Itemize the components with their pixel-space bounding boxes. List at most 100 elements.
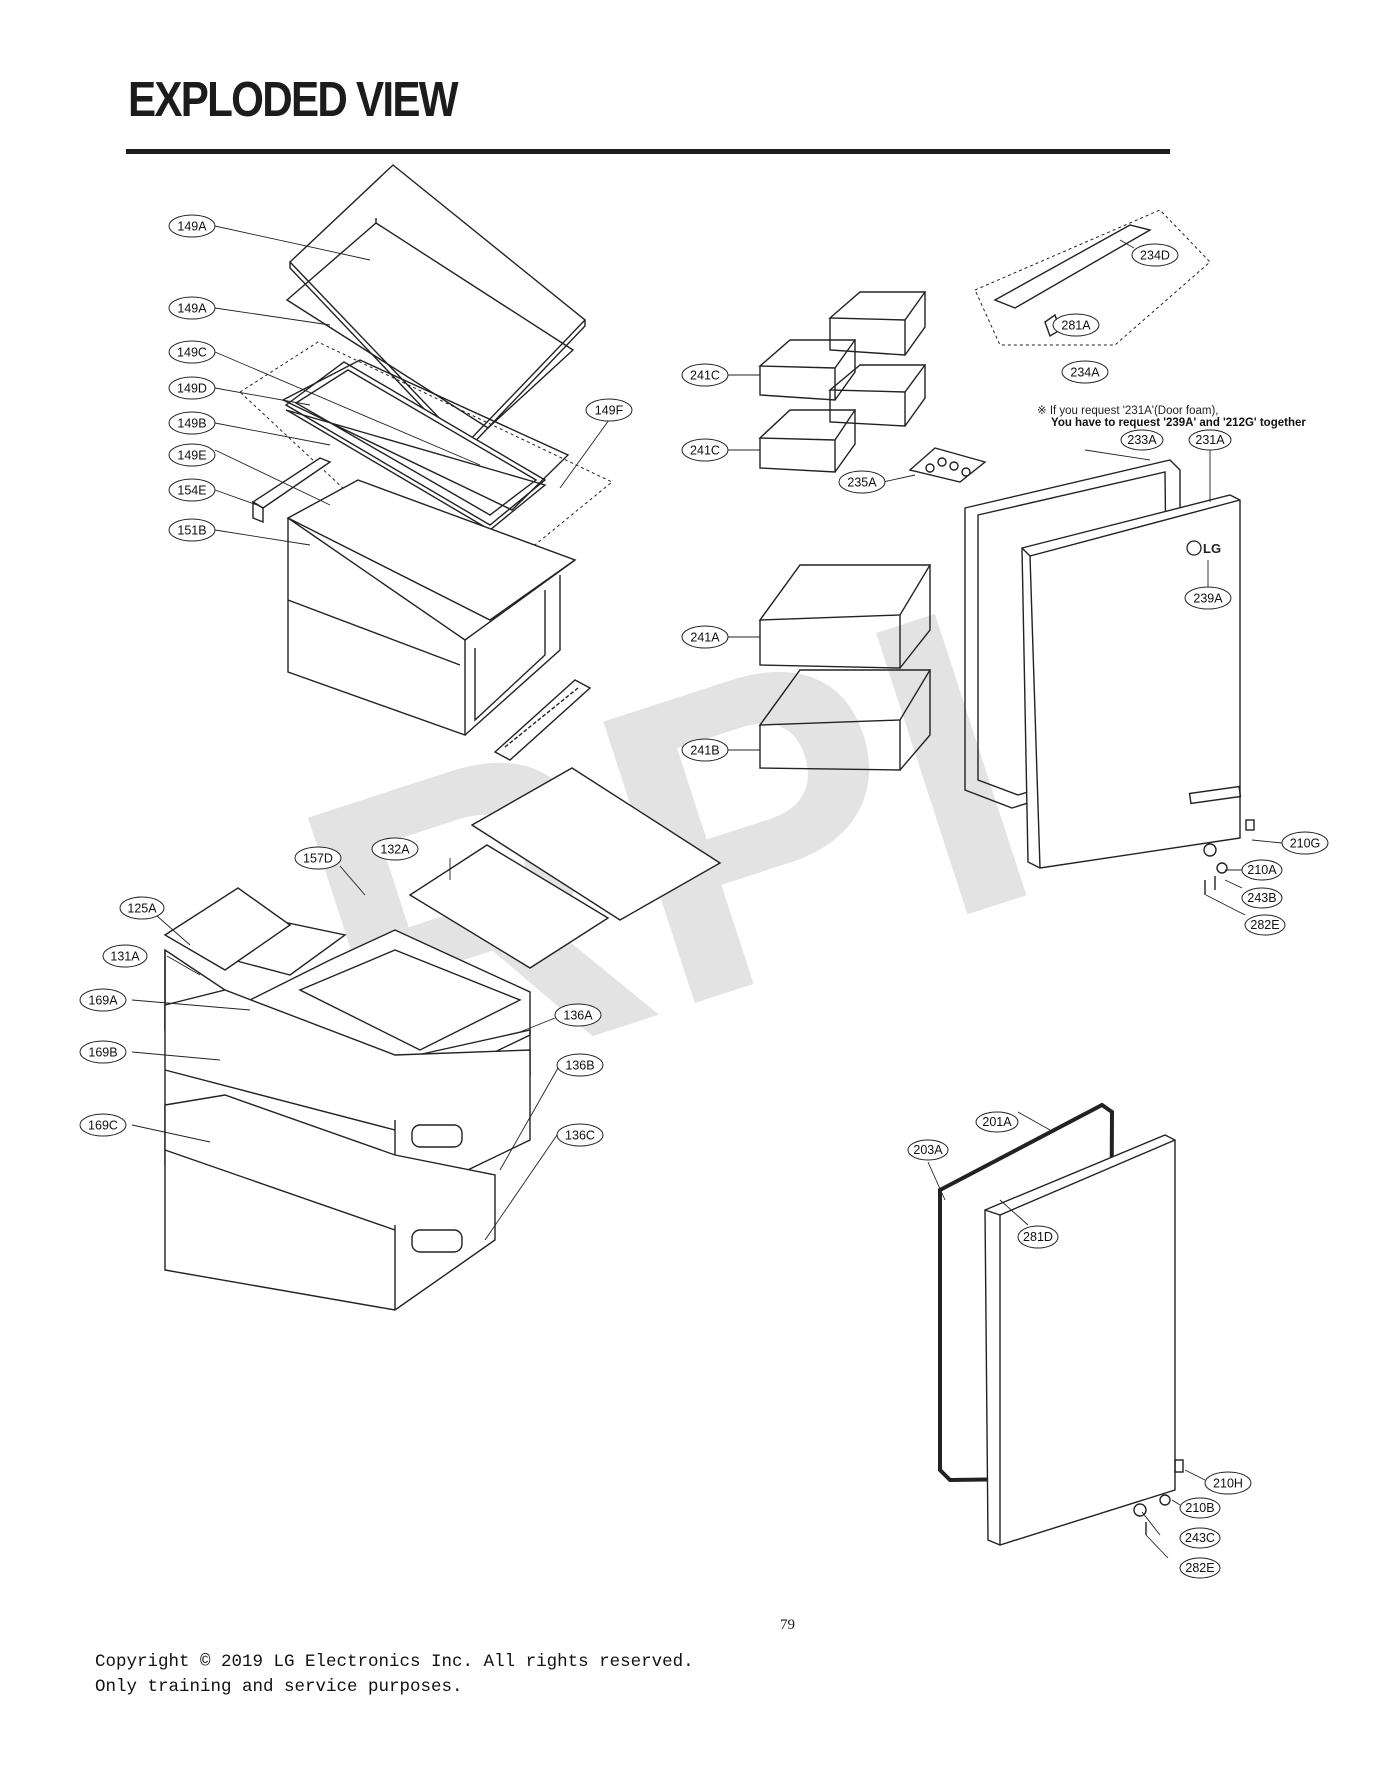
svg-text:210G: 210G	[1290, 837, 1321, 851]
hinge-set-lower	[1133, 1459, 1184, 1535]
part-label: 233A	[1120, 429, 1164, 451]
part-label: 210A	[1241, 859, 1283, 881]
glass-132a-top	[470, 767, 722, 921]
svg-text:149C: 149C	[177, 346, 207, 360]
part-label: 149A	[168, 214, 216, 238]
part-label: 169B	[79, 1040, 127, 1064]
lg-logo-text: LG	[1203, 541, 1221, 556]
part-label: 136A	[554, 1003, 602, 1027]
copyright-footer: Copyright © 2019 LG Electronics Inc. All…	[95, 1650, 694, 1700]
svg-text:131A: 131A	[110, 950, 140, 964]
svg-text:243C: 243C	[1185, 1531, 1215, 1545]
svg-text:149D: 149D	[177, 382, 207, 396]
part-label: 234D	[1131, 243, 1179, 267]
part-label: 241C	[681, 438, 729, 462]
shelf-frame-149c	[281, 359, 570, 511]
part-label: 243C	[1179, 1527, 1221, 1549]
part-label: 149E	[168, 443, 216, 467]
svg-text:233A: 233A	[1127, 433, 1157, 447]
part-label: 157D	[294, 846, 342, 870]
egg-tray-235a	[908, 447, 987, 483]
svg-text:234D: 234D	[1140, 249, 1170, 263]
svg-text:169C: 169C	[88, 1119, 118, 1133]
part-label: 149F	[585, 398, 633, 422]
svg-text:241A: 241A	[690, 631, 720, 645]
svg-text:157D: 157D	[303, 852, 333, 866]
svg-text:210B: 210B	[1185, 1501, 1214, 1515]
part-label: 241C	[681, 363, 729, 387]
copyright-line: Only training and service purposes.	[95, 1677, 463, 1697]
svg-text:136B: 136B	[565, 1059, 594, 1073]
svg-text:169B: 169B	[88, 1046, 117, 1060]
part-label: 210H	[1204, 1471, 1252, 1495]
part-label: 241B	[681, 738, 729, 762]
part-label: 149C	[168, 340, 216, 364]
door-bin-241b	[758, 669, 932, 771]
svg-text:241C: 241C	[690, 369, 720, 383]
door-201a	[984, 1134, 1176, 1546]
svg-text:210H: 210H	[1213, 1477, 1243, 1491]
svg-text:149A: 149A	[177, 220, 207, 234]
svg-text:282E: 282E	[1250, 918, 1279, 932]
part-label: 239A	[1184, 586, 1232, 610]
svg-text:241B: 241B	[690, 744, 719, 758]
part-label: 201A	[975, 1111, 1019, 1133]
part-label: 241A	[681, 625, 729, 649]
svg-text:234A: 234A	[1070, 366, 1100, 380]
part-label: 149D	[168, 376, 216, 400]
svg-text:169A: 169A	[88, 994, 118, 1008]
crisper-151b	[286, 479, 577, 736]
part-label: 231A	[1188, 429, 1232, 451]
svg-text:132A: 132A	[380, 843, 410, 857]
title-rule	[126, 149, 1170, 154]
part-label: 281D	[1017, 1225, 1059, 1249]
bins-241c-top	[758, 291, 927, 401]
part-label: 151B	[168, 518, 216, 542]
svg-text:235A: 235A	[847, 476, 877, 490]
part-label: 234A	[1061, 360, 1109, 384]
svg-text:282E: 282E	[1185, 1561, 1214, 1575]
lg-logo: LG	[1186, 540, 1221, 556]
svg-text:136A: 136A	[563, 1009, 593, 1023]
svg-text:125A: 125A	[127, 902, 157, 916]
svg-text:149A: 149A	[177, 302, 207, 316]
part-label: 131A	[102, 944, 148, 968]
svg-text:151B: 151B	[177, 524, 206, 538]
glass-132a-bottom	[408, 844, 610, 969]
svg-text:241C: 241C	[690, 444, 720, 458]
door-foam-note-bold: You have to request '239A' and '212G' to…	[1051, 417, 1306, 429]
part-label: 125A	[119, 896, 165, 920]
svg-text:149F: 149F	[595, 404, 624, 418]
part-label: 243B	[1241, 887, 1283, 909]
door-foam-note: ※ If you request '231A'(Door foam),	[1037, 405, 1219, 417]
part-label: 210G	[1281, 831, 1329, 855]
leader-lines	[131, 225, 1283, 1559]
part-label: 282E	[1179, 1557, 1221, 1579]
svg-text:239A: 239A	[1193, 592, 1223, 606]
part-label: 136B	[556, 1053, 604, 1077]
svg-text:154E: 154E	[177, 484, 206, 498]
copyright-line: Copyright © 2019 LG Electronics Inc. All…	[95, 1652, 694, 1672]
part-label: 136C	[556, 1123, 604, 1147]
part-label: 169A	[79, 988, 127, 1012]
hinge-set-upper	[1203, 819, 1255, 895]
part-label: 154E	[168, 478, 216, 502]
door-bin-241a	[758, 564, 932, 669]
svg-text:149B: 149B	[177, 417, 206, 431]
svg-text:281D: 281D	[1023, 1230, 1053, 1244]
page-title: EXPLODED VIEW	[128, 73, 459, 127]
part-label: 235A	[838, 470, 886, 494]
shelf-glass-149a-second	[285, 218, 575, 429]
svg-text:243B: 243B	[1247, 891, 1276, 905]
part-label: 132A	[371, 837, 419, 861]
svg-text:281A: 281A	[1061, 319, 1091, 333]
door-231a	[1021, 494, 1242, 869]
part-label: 210B	[1179, 1497, 1221, 1519]
part-label: 203A	[907, 1139, 949, 1161]
svg-text:149E: 149E	[177, 449, 206, 463]
drawer-136c	[164, 1094, 496, 1311]
bins-241c-bottom	[758, 364, 927, 473]
part-label: 169C	[79, 1113, 127, 1137]
page-number: 79	[780, 1617, 795, 1633]
